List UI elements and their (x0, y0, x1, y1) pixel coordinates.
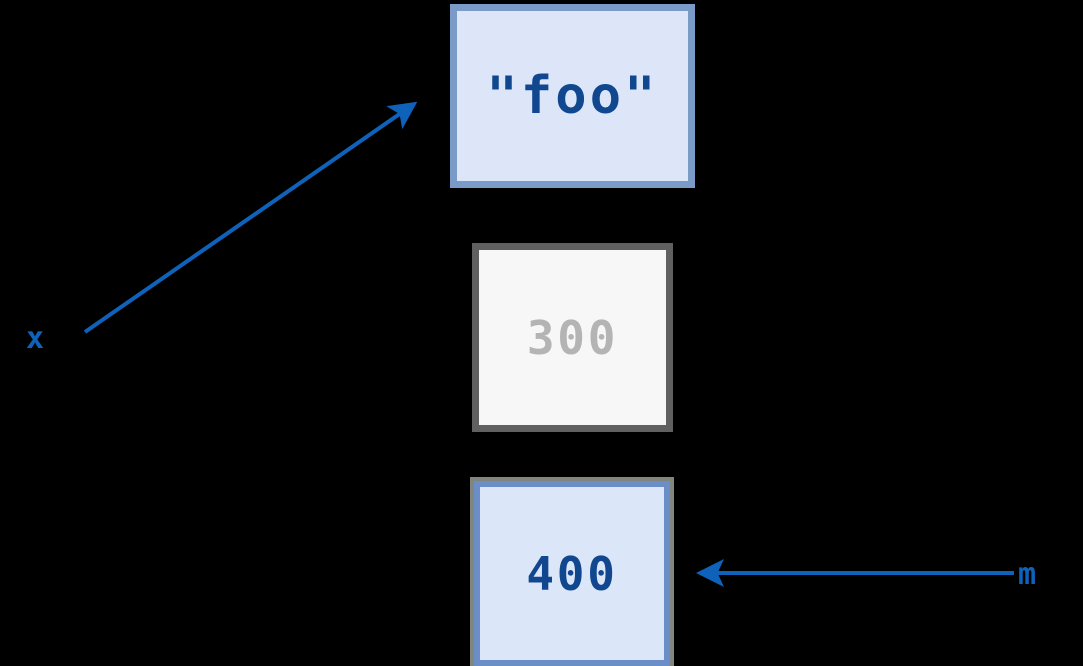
edge-label-m: m (1018, 557, 1037, 592)
edge-label-x: x (26, 321, 45, 356)
node-stale-value[interactable]: 300 (472, 243, 673, 432)
node-string-value[interactable]: "foo" (450, 4, 695, 188)
node-int-value[interactable]: 400 (470, 477, 674, 666)
arrow-x-to-string (83, 101, 418, 334)
